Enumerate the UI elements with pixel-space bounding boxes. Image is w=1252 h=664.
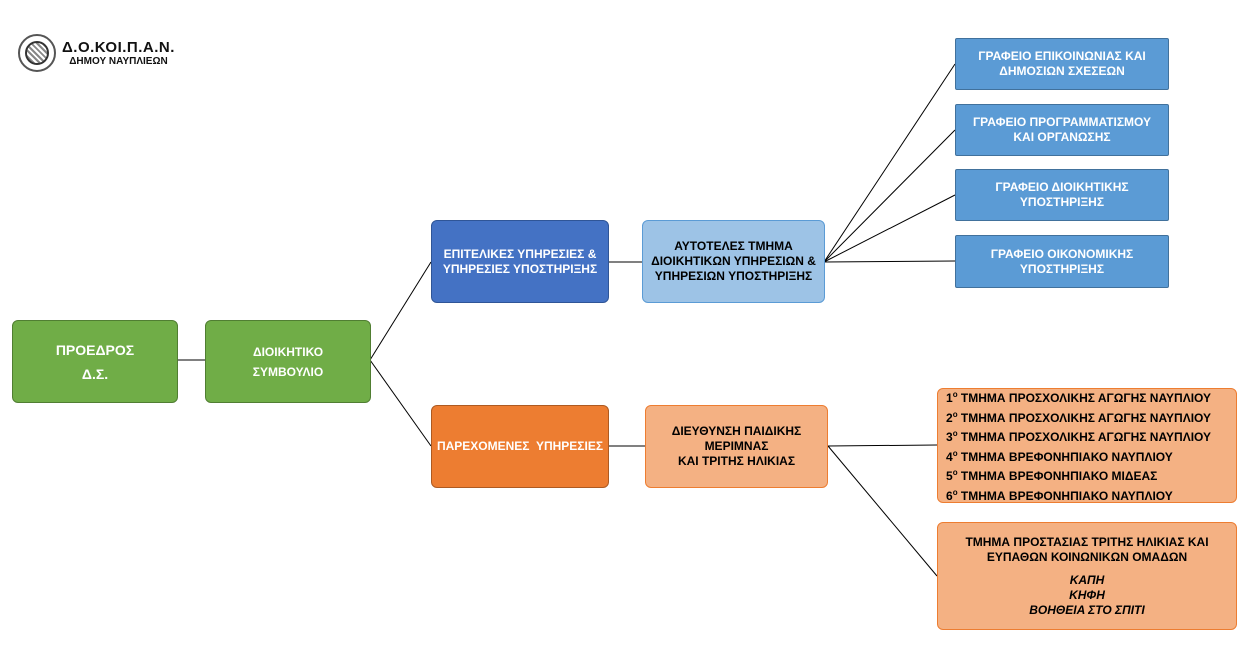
logo-subtitle: ΔΗΜΟΥ ΝΑΥΠΛΙΕΩΝ [69,56,168,67]
list-item: 1ο ΤΜΗΜΑ ΠΡΟΣΧΟΛΙΚΗΣ ΑΓΩΓΗΣ ΝΑΥΠΛΙΟΥ [946,387,1211,407]
node-board-line2: ΣΥΜΒΟΥΛΙΟ [252,364,324,379]
node-staff-services-line2: ΥΠΗΡΕΣΙΕΣ ΥΠΟΣΤΗΡΙΞΗΣ [442,261,598,276]
node-admin-dept: ΑΥΤΟΤΕΛΕΣ ΤΜΗΜΑ ΔΙΟΙΚΗΤΙΚΩΝ ΥΠΗΡΕΣΙΩΝ & … [642,220,825,303]
node-office-financial-support-line2: ΥΠΟΣΤΗΡΙΞΗΣ [1019,261,1105,276]
node-elderly-protection-item-kifi: ΚΗΦΗ [1069,587,1105,602]
preschool-item-ordinal: ο [952,448,958,458]
connector-admin-office-comm [823,63,956,263]
preschool-item-number: 1 [946,391,953,405]
node-admin-dept-line2: ΔΙΟΙΚΗΤΙΚΩΝ ΥΠΗΡΕΣΙΩΝ & [651,254,816,268]
connector-admin-office-admin [823,194,956,263]
node-provided-services: ΠΑΡΕΧΟΜΕΝΕΣ ΥΠΗΡΕΣΙΕΣ [431,405,609,488]
preschool-item-text: ΤΜΗΜΑ ΒΡΕΦΟΝΗΠΙΑΚΟ ΝΑΥΠΛΙΟΥ [960,488,1173,503]
node-elderly-protection-item-kapi: ΚΑΠΗ [1069,572,1105,587]
list-item: 3ο ΤΜΗΜΑ ΠΡΟΣΧΟΛΙΚΗΣ ΑΓΩΓΗΣ ΝΑΥΠΛΙΟΥ [946,426,1211,446]
connector-admin-office-fin [823,260,956,263]
node-office-financial-support-line1: ΓΡΑΦΕΙΟ ΟΙΚΟΝΟΜΙΚΗΣ [990,246,1134,261]
preschool-item-ordinal: ο [952,409,958,419]
preschool-item-text: ΤΜΗΜΑ ΒΡΕΦΟΝΗΠΙΑΚΟ ΜΙΔΕΑΣ [960,469,1158,483]
node-elderly-protection-line2: ΕΥΠΑΘΩΝ ΚΟΙΝΩΝΙΚΩΝ ΟΜΑΔΩΝ [986,549,1188,564]
node-president-line1: ΠΡΟΕΔΡΟΣ [55,341,135,358]
preschool-item-number: 2 [946,410,953,425]
node-office-communication-line1: ΓΡΑΦΕΙΟ ΕΠΙΚΟΙΝΩΝΙΑΣ ΚΑΙ [978,49,1146,63]
preschool-item-number: 3 [946,430,953,444]
list-item: 4ο ΤΜΗΜΑ ΒΡΕΦΟΝΗΠΙΑΚΟ ΝΑΥΠΛΙΟΥ [946,446,1173,466]
node-elderly-protection: ΤΜΗΜΑ ΠΡΟΣΤΑΣΙΑΣ ΤΡΙΤΗΣ ΗΛΙΚΙΑΣ ΚΑΙ ΕΥΠΑ… [937,522,1237,630]
node-board: ΔΙΟΙΚΗΤΙΚΟ ΣΥΜΒΟΥΛΙΟ [205,320,371,403]
preschool-item-ordinal: ο [952,390,958,399]
preschool-item-text: ΤΜΗΜΑ ΠΡΟΣΧΟΛΙΚΗΣ ΑΓΩΓΗΣ ΝΑΥΠΛΙΟΥ [960,430,1212,444]
node-office-communication-line2: ΔΗΜΟΣΙΩΝ ΣΧΕΣΕΩΝ [999,64,1125,78]
node-staff-services-line1: ΕΠΙΤΕΛΙΚΕΣ ΥΠΗΡΕΣΙΕΣ & [443,246,597,261]
preschool-item-number: 4 [946,449,953,464]
node-childcare-directorate-line1: ΔΙΕΥΘΥΝΣΗ ΠΑΙΔΙΚΗΣ [671,424,802,438]
connector-admin-office-plan [823,129,956,263]
preschool-item-ordinal: ο [952,468,958,477]
node-admin-dept-line1: ΑΥΤΟΤΕΛΕΣ ΤΜΗΜΑ [674,239,793,253]
node-staff-services: ΕΠΙΤΕΛΙΚΕΣ ΥΠΗΡΕΣΙΕΣ & ΥΠΗΡΕΣΙΕΣ ΥΠΟΣΤΗΡ… [431,220,609,303]
list-item: 6ο ΤΜΗΜΑ ΒΡΕΦΟΝΗΠΙΑΚΟ ΝΑΥΠΛΙΟΥ [946,485,1173,505]
connector-childcare-elderly [827,445,938,577]
node-office-admin-support-line1: ΓΡΑΦΕΙΟ ΔΙΟΙΚΗΤΙΚΗΣ [995,180,1129,194]
node-office-planning: ΓΡΑΦΕΙΟ ΠΡΟΓΡΑΜΜΑΤΙΣΜΟΥ ΚΑΙ ΟΡΓΑΝΩΣΗΣ [955,104,1169,156]
emblem-icon [18,34,56,72]
node-elderly-protection-line1: ΤΜΗΜΑ ΠΡΟΣΤΑΣΙΑΣ ΤΡΙΤΗΣ ΗΛΙΚΙΑΣ ΚΑΙ [965,534,1209,549]
preschool-item-number: 6 [946,488,953,503]
node-childcare-directorate-line2: ΜΕΡΙΜΝΑΣ [704,439,769,453]
connector-childcare-preschool [827,444,938,447]
node-office-admin-support-line2: ΥΠΟΣΤΗΡΙΞΗΣ [1019,195,1105,209]
preschool-item-ordinal: ο [952,487,958,497]
node-office-planning-line2: ΚΑΙ ΟΡΓΑΝΩΣΗΣ [1013,130,1111,144]
connector-board-staff [369,261,432,361]
node-office-communication: ΓΡΑΦΕΙΟ ΕΠΙΚΟΙΝΩΝΙΑΣ ΚΑΙ ΔΗΜΟΣΙΩΝ ΣΧΕΣΕΩ… [955,38,1169,90]
list-item: 5ο ΤΜΗΜΑ ΒΡΕΦΟΝΗΠΙΑΚΟ ΜΙΔΕΑΣ [946,465,1157,485]
node-elderly-protection-item-home-help: ΒΟΗΘΕΙΑ ΣΤΟ ΣΠΙΤΙ [1029,602,1145,617]
node-office-financial-support: ΓΡΑΦΕΙΟ ΟΙΚΟΝΟΜΙΚΗΣ ΥΠΟΣΤΗΡΙΞΗΣ [955,235,1169,288]
list-item: 2ο ΤΜΗΜΑ ΠΡΟΣΧΟΛΙΚΗΣ ΑΓΩΓΗΣ ΝΑΥΠΛΙΟΥ [946,407,1211,427]
logo-title: Δ.Ο.ΚΟΙ.Π.Α.Ν. [62,39,175,56]
node-president: ΠΡΟΕΔΡΟΣ Δ.Σ. [12,320,178,403]
preschool-item-text: ΤΜΗΜΑ ΠΡΟΣΧΟΛΙΚΗΣ ΑΓΩΓΗΣ ΝΑΥΠΛΙΟΥ [960,391,1212,405]
node-preschool-departments: 1ο ΤΜΗΜΑ ΠΡΟΣΧΟΛΙΚΗΣ ΑΓΩΓΗΣ ΝΑΥΠΛΙΟΥ 2ο … [937,388,1237,503]
node-office-planning-line1: ΓΡΑΦΕΙΟ ΠΡΟΓΡΑΜΜΑΤΙΣΜΟΥ [972,115,1152,129]
preschool-item-text: ΤΜΗΜΑ ΒΡΕΦΟΝΗΠΙΑΚΟ ΝΑΥΠΛΙΟΥ [960,449,1173,464]
node-office-admin-support: ΓΡΑΦΕΙΟ ΔΙΟΙΚΗΤΙΚΗΣ ΥΠΟΣΤΗΡΙΞΗΣ [955,169,1169,221]
node-provided-services-line1: ΠΑΡΕΧΟΜΕΝΕΣ ΥΠΗΡΕΣΙΕΣ [436,439,604,453]
connector-board-provided [369,359,432,447]
node-childcare-directorate: ΔΙΕΥΘΥΝΣΗ ΠΑΙΔΙΚΗΣ ΜΕΡΙΜΝΑΣ ΚΑΙ ΤΡΙΤΗΣ Η… [645,405,828,488]
preschool-item-ordinal: ο [952,429,958,438]
node-board-line1: ΔΙΟΙΚΗΤΙΚΟ [252,344,324,359]
node-admin-dept-line3: ΥΠΗΡΕΣΙΩΝ ΥΠΟΣΤΗΡΙΞΗΣ [654,269,813,283]
node-president-line2: Δ.Σ. [81,365,109,382]
organization-logo: Δ.Ο.ΚΟΙ.Π.Α.Ν. ΔΗΜΟΥ ΝΑΥΠΛΙΕΩΝ [18,34,175,72]
preschool-item-number: 5 [946,469,953,483]
preschool-item-text: ΤΜΗΜΑ ΠΡΟΣΧΟΛΙΚΗΣ ΑΓΩΓΗΣ ΝΑΥΠΛΙΟΥ [960,410,1212,425]
node-childcare-directorate-line3: ΚΑΙ ΤΡΙΤΗΣ ΗΛΙΚΙΑΣ [677,454,796,468]
